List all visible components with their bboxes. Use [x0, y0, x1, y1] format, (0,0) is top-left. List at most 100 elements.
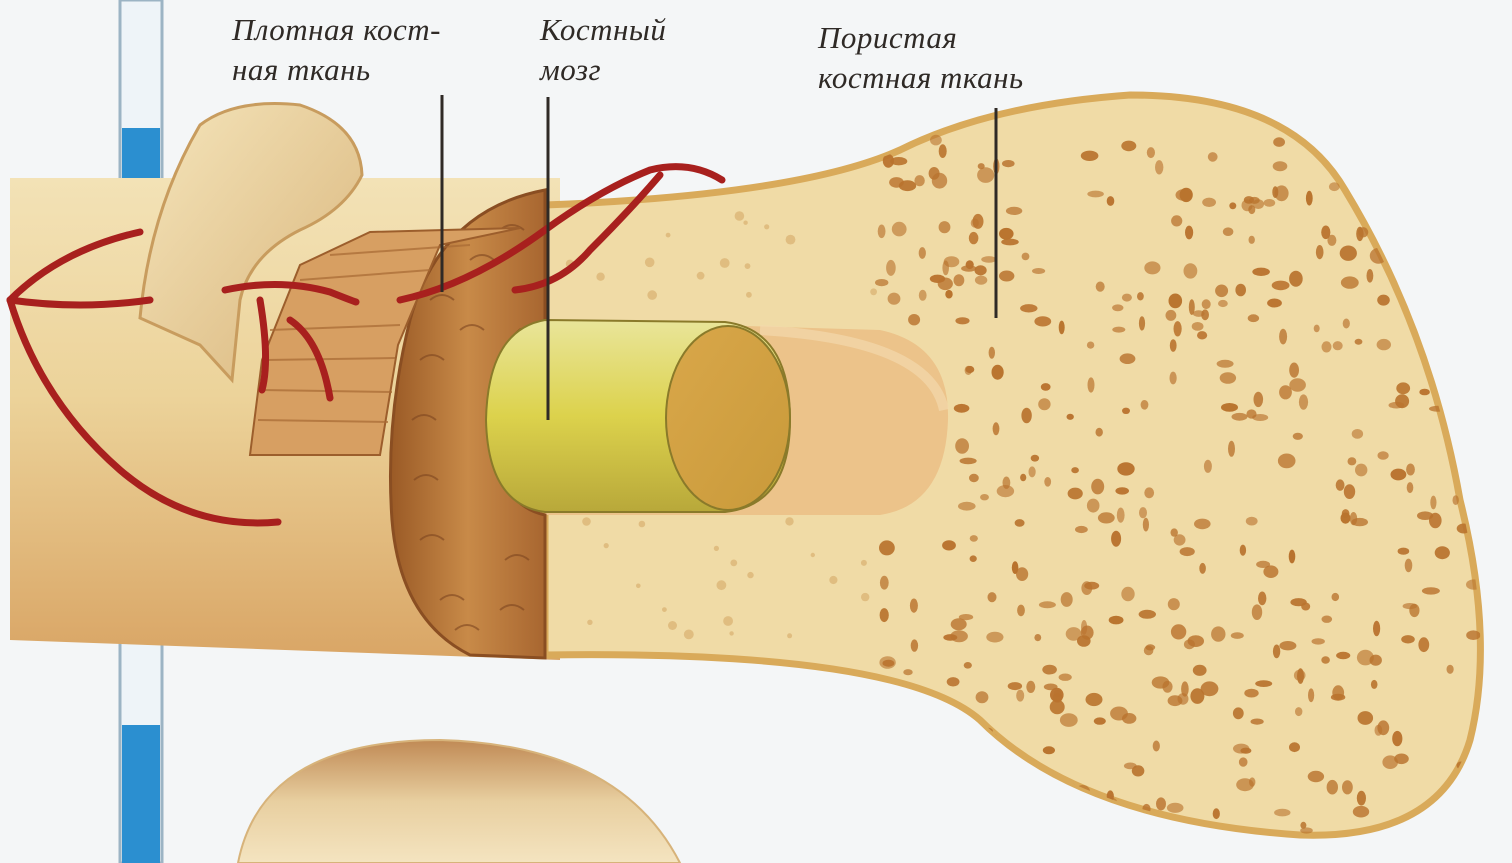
- pore: [1252, 604, 1262, 620]
- pore: [1355, 339, 1363, 345]
- pore: [966, 366, 975, 373]
- pore: [1068, 488, 1083, 500]
- pore: [1086, 693, 1103, 706]
- pore: [1181, 681, 1189, 696]
- pore: [961, 265, 976, 271]
- pore: [1279, 329, 1287, 345]
- pore: [988, 592, 997, 602]
- label-bone-marrow-line2: мозг: [540, 50, 666, 90]
- pore: [1061, 592, 1073, 607]
- pore: [786, 235, 796, 245]
- pore: [939, 144, 947, 158]
- pore: [720, 258, 730, 268]
- pore: [1197, 331, 1207, 339]
- pore: [1077, 635, 1091, 647]
- pore: [1221, 403, 1238, 412]
- pore: [1232, 413, 1248, 421]
- pore: [1144, 646, 1154, 655]
- pore: [1137, 292, 1144, 300]
- pore: [1429, 513, 1442, 528]
- pore: [1398, 548, 1410, 555]
- pore: [1111, 531, 1121, 547]
- pore: [1174, 534, 1186, 545]
- pore: [639, 521, 646, 528]
- pore: [1156, 797, 1166, 810]
- pore: [908, 314, 920, 325]
- pore: [1353, 806, 1369, 818]
- pore: [1034, 316, 1051, 326]
- pore: [1447, 665, 1454, 674]
- pore: [1273, 161, 1288, 171]
- pore: [1184, 639, 1195, 649]
- pore: [1153, 741, 1160, 752]
- pore: [1336, 479, 1345, 490]
- pore: [944, 256, 960, 267]
- pore: [1194, 519, 1211, 530]
- pore: [1168, 695, 1183, 706]
- pore: [892, 222, 907, 237]
- pore: [1279, 385, 1292, 399]
- pore: [919, 247, 926, 259]
- pore: [1169, 294, 1183, 309]
- pore: [1193, 665, 1207, 676]
- pore: [964, 662, 972, 669]
- pore: [1378, 451, 1389, 460]
- pore: [1096, 282, 1105, 292]
- pore: [1039, 601, 1056, 608]
- pore: [1405, 559, 1413, 573]
- pore: [861, 593, 869, 601]
- pore: [1185, 226, 1193, 240]
- pore: [1229, 202, 1236, 209]
- pore: [1041, 383, 1051, 391]
- pore: [999, 228, 1014, 240]
- pore: [1308, 771, 1324, 782]
- pore: [1087, 342, 1094, 349]
- pore: [1344, 484, 1355, 499]
- pore: [958, 502, 976, 511]
- pore: [1174, 321, 1182, 336]
- pore: [1223, 227, 1234, 236]
- pore: [1251, 719, 1264, 725]
- pore: [980, 494, 989, 500]
- pore: [911, 639, 918, 651]
- pore: [1239, 757, 1248, 766]
- pore: [1218, 300, 1228, 307]
- pore: [1352, 429, 1363, 439]
- pore: [587, 620, 592, 625]
- pore: [1466, 630, 1480, 640]
- pore: [1109, 616, 1124, 625]
- pore: [1418, 637, 1429, 652]
- pore: [919, 290, 927, 301]
- pore: [1377, 720, 1389, 735]
- pore: [1096, 428, 1103, 437]
- pore: [939, 221, 951, 233]
- pore: [1295, 707, 1302, 716]
- pore: [1389, 402, 1405, 409]
- pore: [875, 279, 888, 286]
- pore: [1333, 341, 1343, 350]
- pore: [999, 271, 1014, 282]
- pore: [970, 555, 977, 562]
- pore: [1034, 634, 1041, 641]
- pore: [1026, 681, 1035, 693]
- pore: [1357, 650, 1374, 666]
- pore: [668, 621, 677, 630]
- pore: [1122, 294, 1132, 302]
- pore: [666, 233, 671, 238]
- pore: [785, 517, 793, 525]
- pore: [1139, 316, 1145, 330]
- pore: [993, 422, 1000, 435]
- pore: [1144, 487, 1154, 498]
- pore: [1202, 198, 1216, 207]
- pore: [1435, 546, 1450, 559]
- pore: [645, 258, 655, 268]
- pore: [973, 214, 984, 229]
- pore: [1289, 271, 1303, 287]
- pore: [1211, 626, 1225, 641]
- pore: [1112, 327, 1125, 333]
- pore: [1358, 227, 1368, 237]
- pore: [1117, 462, 1134, 475]
- pore: [1258, 592, 1266, 606]
- pore: [1367, 269, 1374, 283]
- pore: [596, 273, 604, 281]
